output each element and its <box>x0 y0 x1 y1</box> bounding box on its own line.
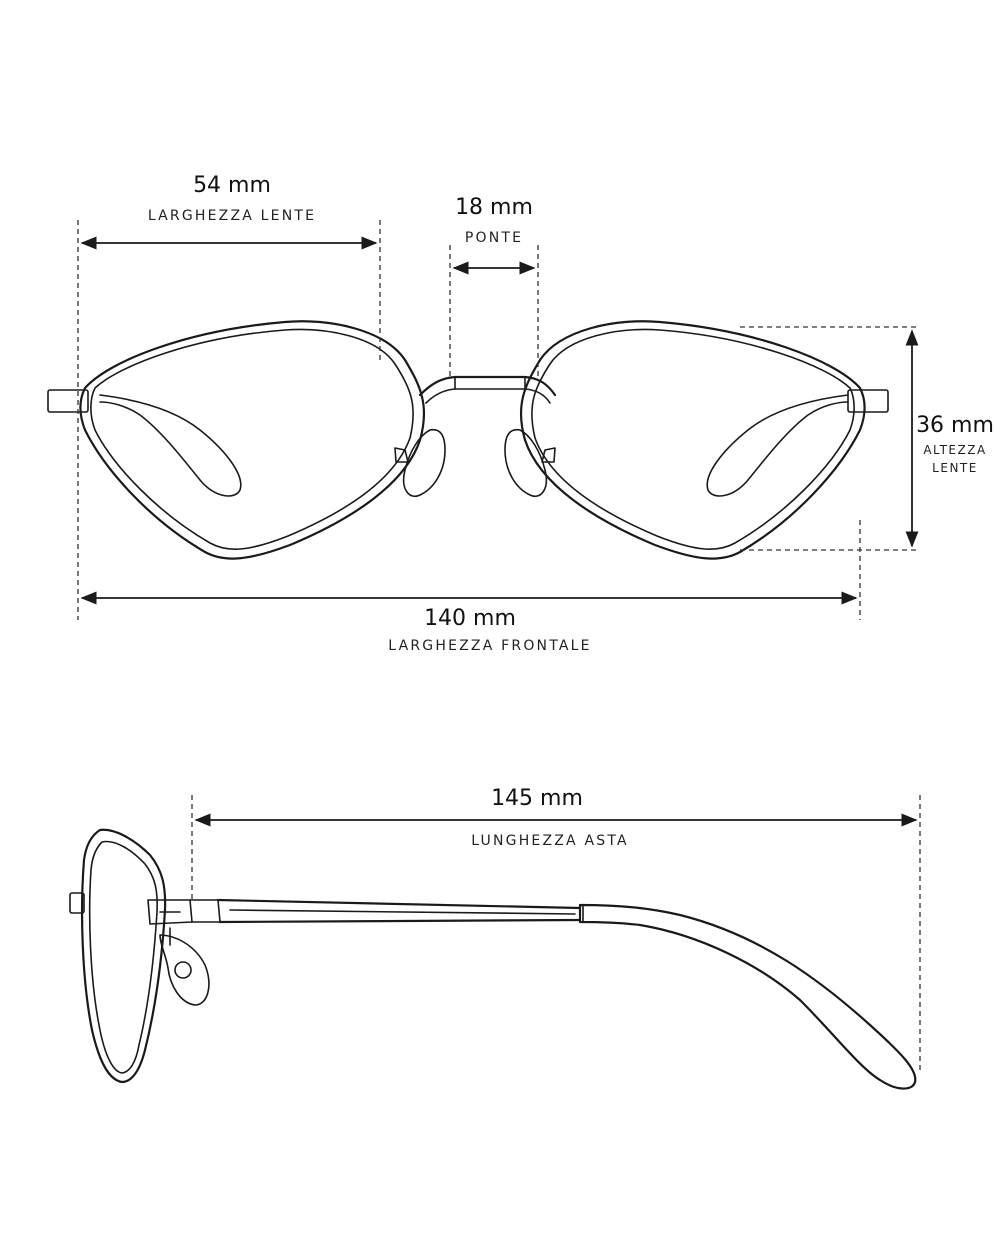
lens-height-label-line1: ALTEZZA <box>923 443 986 457</box>
frame-width-label: LARGHEZZA FRONTALE <box>388 638 591 654</box>
side-view <box>69 828 917 1090</box>
side-guides <box>191 795 921 1070</box>
lens-width-value: 54 mm <box>193 173 271 198</box>
nose-pads <box>394 428 556 497</box>
temples-front <box>99 394 849 497</box>
frame-width-value: 140 mm <box>424 606 516 631</box>
lens-height-label-line2: LENTE <box>932 461 978 475</box>
bridge-value: 18 mm <box>455 195 533 220</box>
front-guides <box>77 220 920 620</box>
bridge-label: PONTE <box>465 230 523 246</box>
left-lens <box>79 320 426 560</box>
side-lens <box>80 828 167 1084</box>
temple-length-value: 145 mm <box>491 786 583 811</box>
right-lens <box>519 320 866 560</box>
side-hinge <box>147 899 221 925</box>
hinges <box>47 389 889 413</box>
bridge <box>418 375 557 404</box>
dimension-frame-width: 140 mm LARGHEZZA FRONTALE <box>80 591 858 654</box>
dimension-temple-length: 145 mm LUNGHEZZA ASTA <box>194 786 918 849</box>
dimension-lens-height: 36 mm ALTEZZA LENTE <box>905 329 994 548</box>
front-view <box>47 320 889 560</box>
side-endpiece <box>69 892 85 914</box>
temple-length-label: LUNGHEZZA ASTA <box>471 833 629 849</box>
dimension-bridge: 18 mm PONTE <box>452 195 536 275</box>
lens-width-label: LARGHEZZA LENTE <box>148 208 316 224</box>
side-nose-pad <box>159 927 210 1006</box>
side-temple <box>216 898 917 1090</box>
dimension-lens-width: 54 mm LARGHEZZA LENTE <box>80 173 378 250</box>
lens-height-value: 36 mm <box>916 413 994 438</box>
